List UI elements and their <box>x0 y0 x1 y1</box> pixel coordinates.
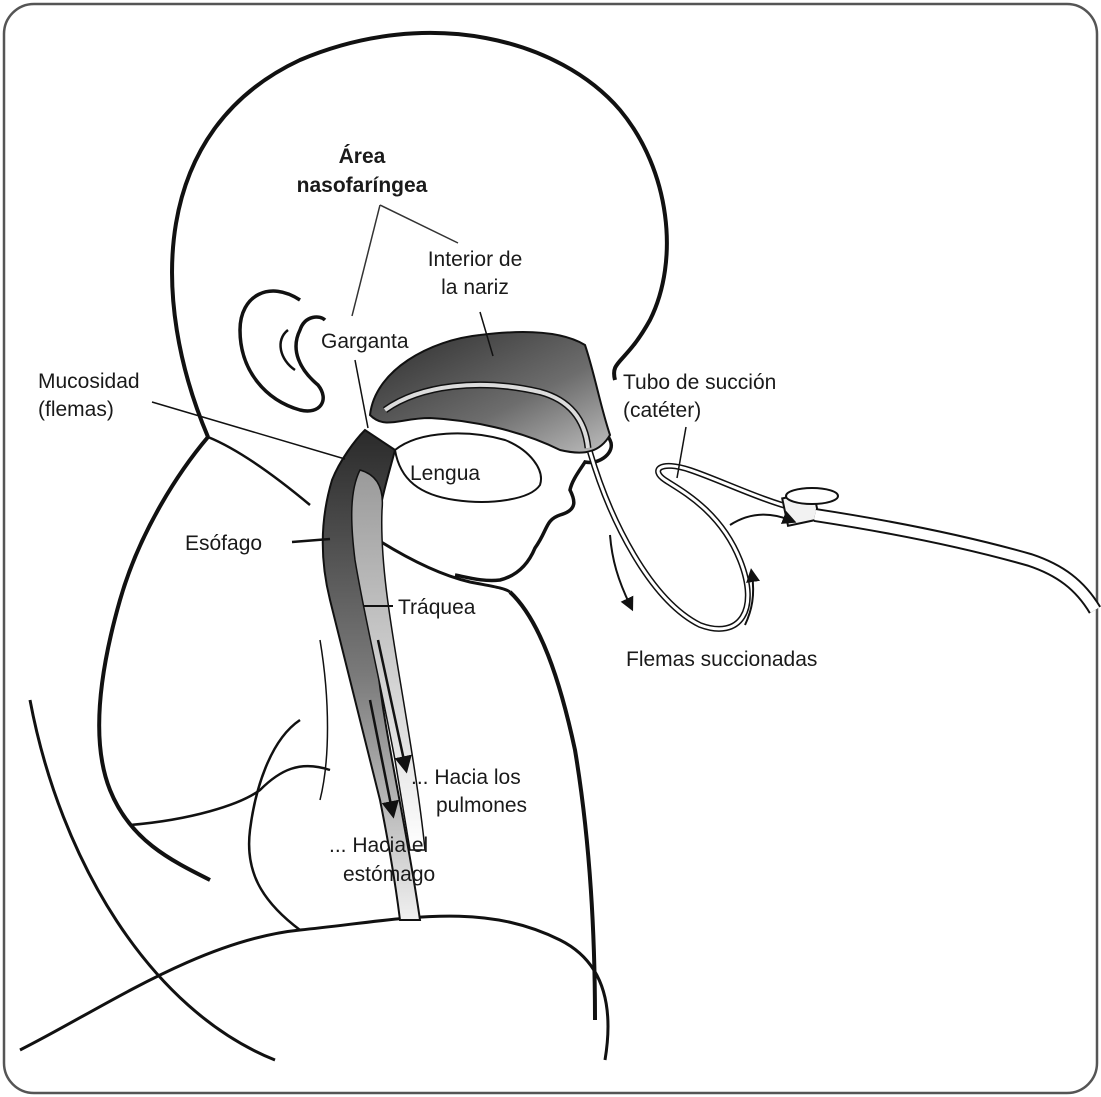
label-throat: Garganta <box>321 330 409 353</box>
label-suctioned-mucus: Flemas succionadas <box>626 648 817 671</box>
label-tube-2: (catéter) <box>623 399 701 422</box>
label-mucus-2: (flemas) <box>38 398 114 421</box>
label-to-lungs-1: ... Hacia los <box>411 766 521 789</box>
label-esophagus: Esófago <box>185 532 262 555</box>
label-area-title-2: nasofaríngea <box>297 174 428 197</box>
label-to-stomach-1: ... Hacia el <box>329 834 428 857</box>
label-trachea: Tráquea <box>398 596 476 619</box>
label-nose-interior-2: la nariz <box>441 276 509 299</box>
label-to-lungs-2: pulmones <box>436 794 527 817</box>
frame-border <box>4 4 1097 1093</box>
label-area-title-1: Área <box>339 145 386 168</box>
catheter-valve <box>786 488 838 504</box>
label-to-stomach-2: estómago <box>343 863 435 886</box>
label-nose-interior-1: Interior de <box>428 248 523 271</box>
label-tube-1: Tubo de succión <box>623 371 776 394</box>
label-mucus-1: Mucosidad <box>38 370 140 393</box>
label-tongue: Lengua <box>410 462 480 485</box>
